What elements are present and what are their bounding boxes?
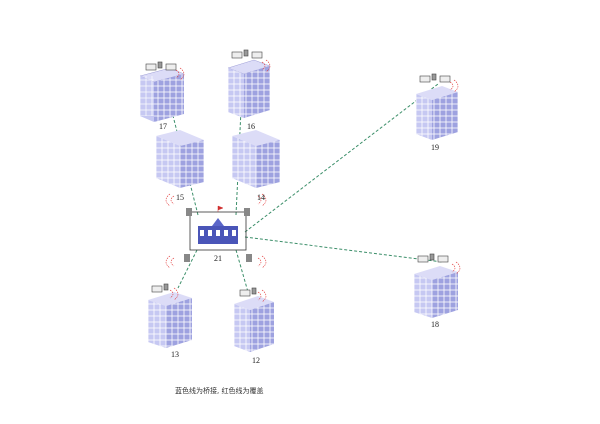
antenna-17-icon — [145, 61, 177, 71]
label-17: 17 — [159, 122, 167, 131]
hub-antenna-sw-icon — [184, 254, 190, 262]
label-12: 12 — [252, 356, 260, 365]
antenna-16-icon — [231, 49, 263, 59]
antenna-19-icon — [419, 73, 451, 83]
building-14 — [232, 130, 280, 188]
building-17 — [139, 67, 185, 122]
link-to-13 — [177, 249, 198, 289]
label-16: 16 — [247, 122, 255, 131]
bridge-links — [162, 67, 443, 293]
label-19: 19 — [431, 143, 439, 152]
hub-dome — [212, 218, 224, 226]
label-13: 13 — [171, 350, 179, 359]
building-19 — [416, 86, 458, 140]
link-to-18 — [244, 236, 443, 263]
antenna-12-icon — [239, 287, 257, 297]
hub-antenna-ne-icon — [244, 208, 250, 216]
building-15 — [156, 130, 204, 188]
rooftop-antennas — [145, 49, 451, 297]
building-13 — [148, 292, 192, 348]
label-18: 18 — [431, 320, 439, 329]
coverage-waves — [165, 59, 461, 303]
label-14: 14 — [257, 193, 265, 202]
label-21: 21 — [214, 254, 222, 263]
label-15: 15 — [176, 193, 184, 202]
hub-21 — [184, 205, 252, 262]
building-12 — [234, 296, 274, 352]
hub-antenna-se-icon — [246, 254, 252, 262]
building-18 — [414, 266, 458, 318]
link-to-19 — [244, 83, 439, 233]
link-to-12 — [235, 249, 249, 293]
antenna-18-icon — [417, 253, 449, 263]
hub-flag-icon — [217, 205, 224, 212]
building-16 — [227, 59, 271, 118]
hub-antenna-nw-icon — [186, 208, 192, 216]
legend-caption: 蓝色线为桥接, 红色线为覆盖 — [175, 387, 264, 395]
antenna-13-icon — [151, 283, 169, 293]
